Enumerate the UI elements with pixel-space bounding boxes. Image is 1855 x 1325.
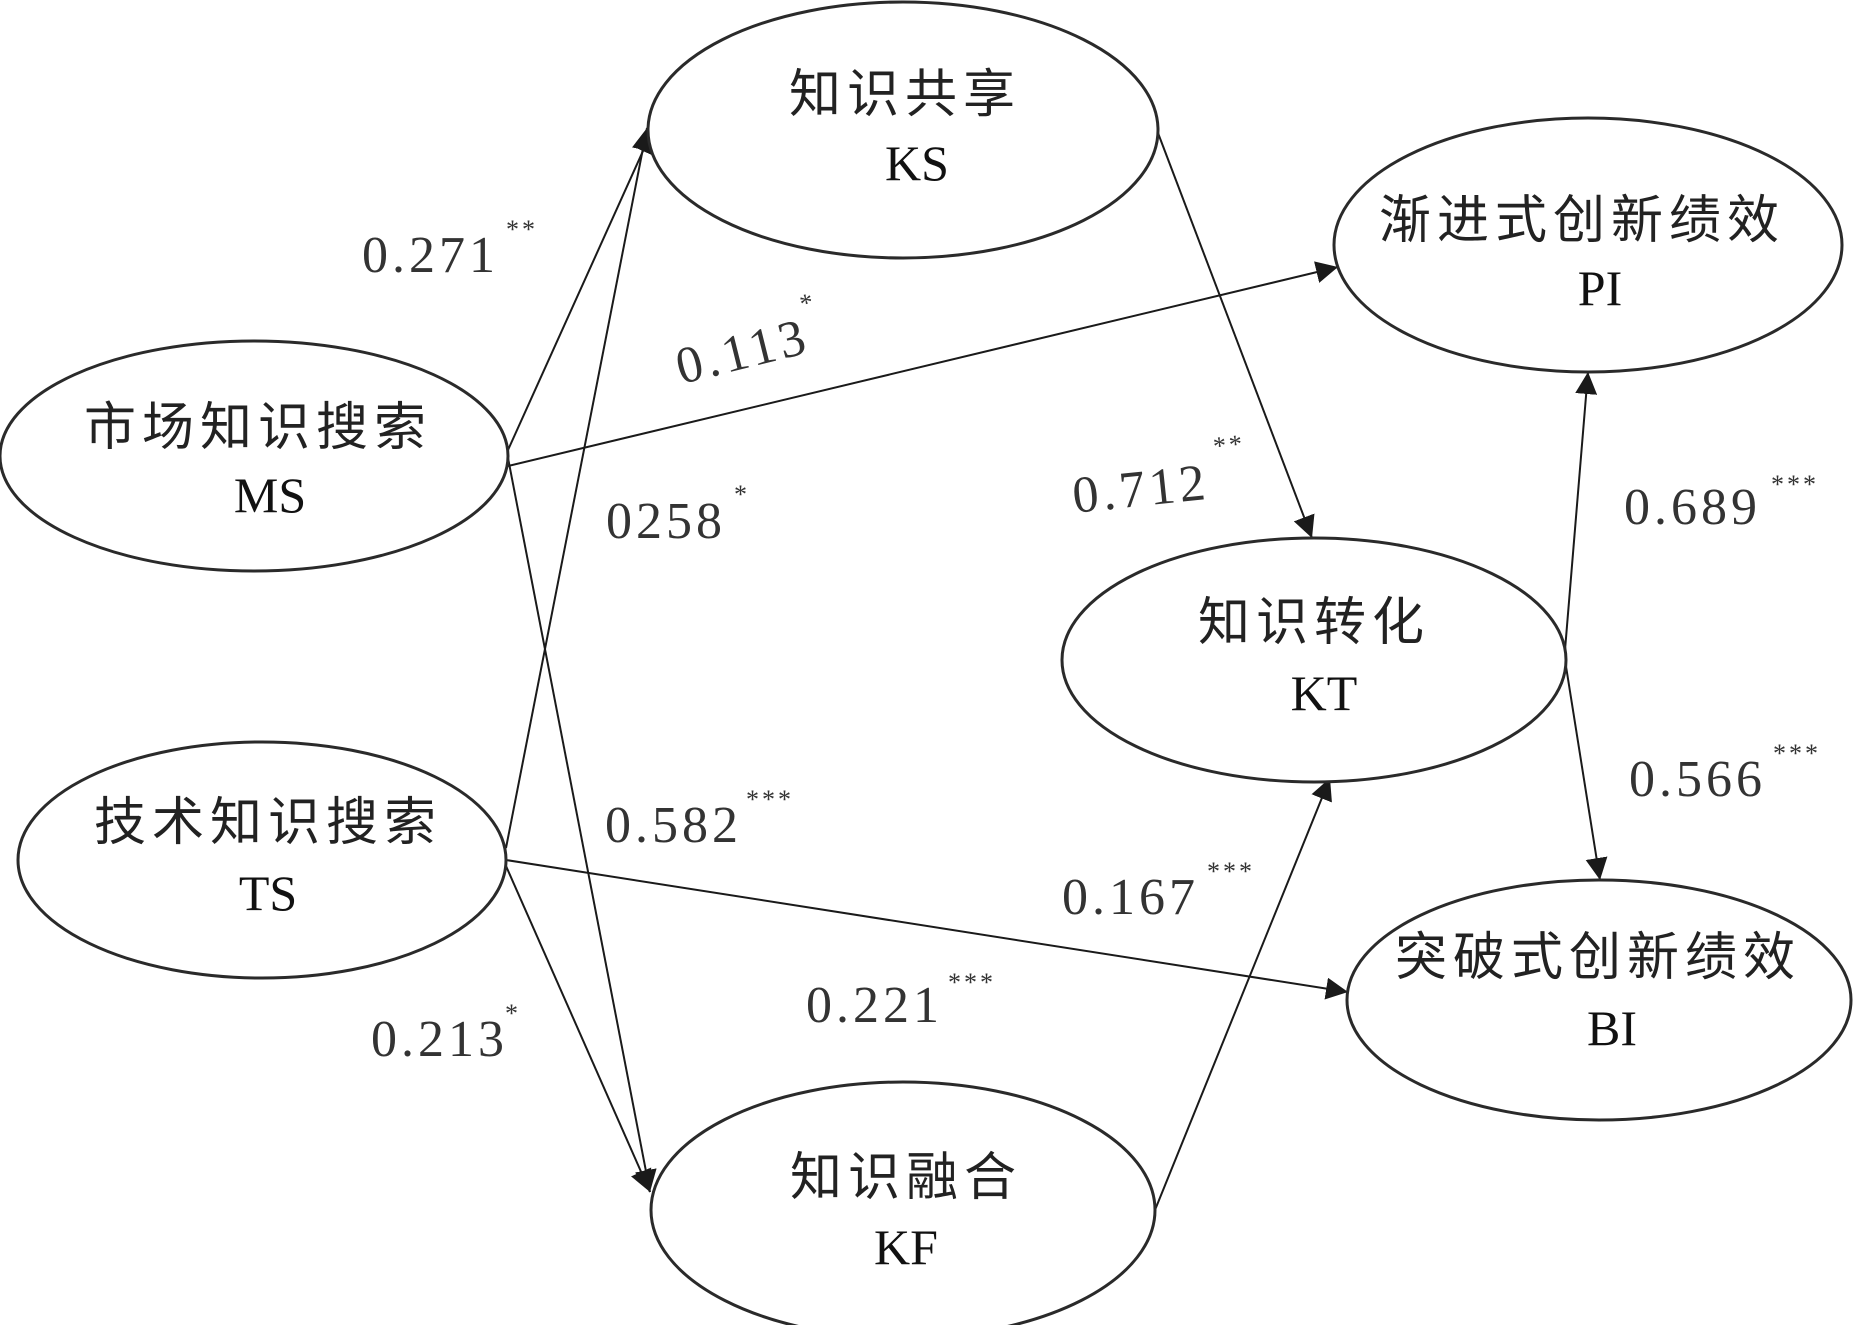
- node-knowledge-transformation: 知识转化 KT: [1060, 536, 1568, 784]
- coef-significance: ***: [746, 785, 794, 814]
- node-knowledge-sharing: 知识共享 KS: [646, 0, 1160, 260]
- coef-significance: ***: [1771, 470, 1819, 499]
- node-kt-name: 知识转化: [1198, 593, 1430, 653]
- node-bi-abbr: BI: [1587, 1000, 1637, 1056]
- node-incremental-innovation-performance: 渐进式创新绩效 PI: [1332, 116, 1844, 374]
- node-knowledge-fusion: 知识融合 KF: [649, 1080, 1157, 1325]
- edge-ms-kf: [507, 457, 657, 1193]
- edge-ts-ks: [505, 127, 654, 849]
- edge-ms-ks: [507, 130, 653, 451]
- node-tech-knowledge-search: 技术知识搜索 TS: [16, 740, 508, 980]
- coef-value: 0.167: [1062, 869, 1199, 926]
- coef-value: 0.712: [1070, 454, 1212, 525]
- coef-value: 0.213: [371, 1011, 508, 1068]
- node-kf-name: 知识融合: [790, 1148, 1022, 1208]
- coef-significance: *: [734, 480, 750, 509]
- coef-label: 0.213 *: [371, 999, 521, 1068]
- coef-significance: **: [506, 215, 538, 244]
- edge-ks-kt: [1157, 132, 1315, 539]
- coef-significance: ***: [1207, 857, 1255, 886]
- coef-value: 0258: [606, 493, 726, 550]
- node-pi-abbr: PI: [1578, 260, 1622, 316]
- coef-label: 0258 *: [606, 480, 750, 550]
- edge-ts-kf: [505, 865, 652, 1193]
- node-ms-abbr: MS: [234, 467, 306, 523]
- node-pi-name: 渐进式创新绩效: [1379, 191, 1785, 251]
- coef-value: 0.221: [806, 977, 943, 1034]
- coef-label: 0.271 **: [362, 215, 538, 284]
- edge-kf-kt: [1154, 777, 1332, 1211]
- edge-ms-pi: [507, 261, 1339, 467]
- coef-label: 0.113 *: [670, 287, 820, 396]
- coef-value: 0.271: [362, 227, 499, 284]
- coef-label: 0.221 ***: [806, 968, 996, 1034]
- coef-significance: **: [1212, 429, 1247, 461]
- coef-value: 0.582: [605, 797, 742, 854]
- node-ts-abbr: TS: [239, 865, 297, 921]
- edge-ts-bi: [505, 859, 1349, 1000]
- node-breakthrough-innovation-performance: 突破式创新绩效 BI: [1345, 878, 1853, 1122]
- coef-significance: ***: [1773, 739, 1821, 768]
- coef-significance: *: [505, 999, 521, 1028]
- coef-label: 0.566 ***: [1629, 739, 1821, 808]
- edge-kt-pi: [1564, 371, 1598, 651]
- node-ts-name: 技术知识搜索: [94, 793, 442, 853]
- coef-label: 0.167 ***: [1062, 857, 1255, 926]
- coef-value: 0.113: [670, 308, 815, 396]
- node-kt-abbr: KT: [1291, 665, 1358, 721]
- coef-label: 0.712 **: [1070, 429, 1247, 525]
- node-ks-name: 知识共享: [789, 65, 1021, 125]
- node-ks-abbr: KS: [885, 135, 949, 191]
- node-market-knowledge-search: 市场知识搜索 MS: [0, 339, 510, 573]
- coef-value: 0.566: [1629, 751, 1766, 808]
- coef-significance: *: [797, 287, 820, 319]
- node-bi-name: 突破式创新绩效: [1395, 928, 1801, 988]
- node-ms-name: 市场知识搜索: [84, 398, 432, 458]
- coef-value: 0.689: [1624, 479, 1761, 536]
- coef-significance: ***: [948, 968, 996, 997]
- edge-kt-bi: [1564, 659, 1608, 881]
- node-kf-abbr: KF: [874, 1219, 938, 1275]
- coef-label: 0.689 ***: [1624, 470, 1819, 536]
- coef-label: 0.582 ***: [605, 785, 794, 854]
